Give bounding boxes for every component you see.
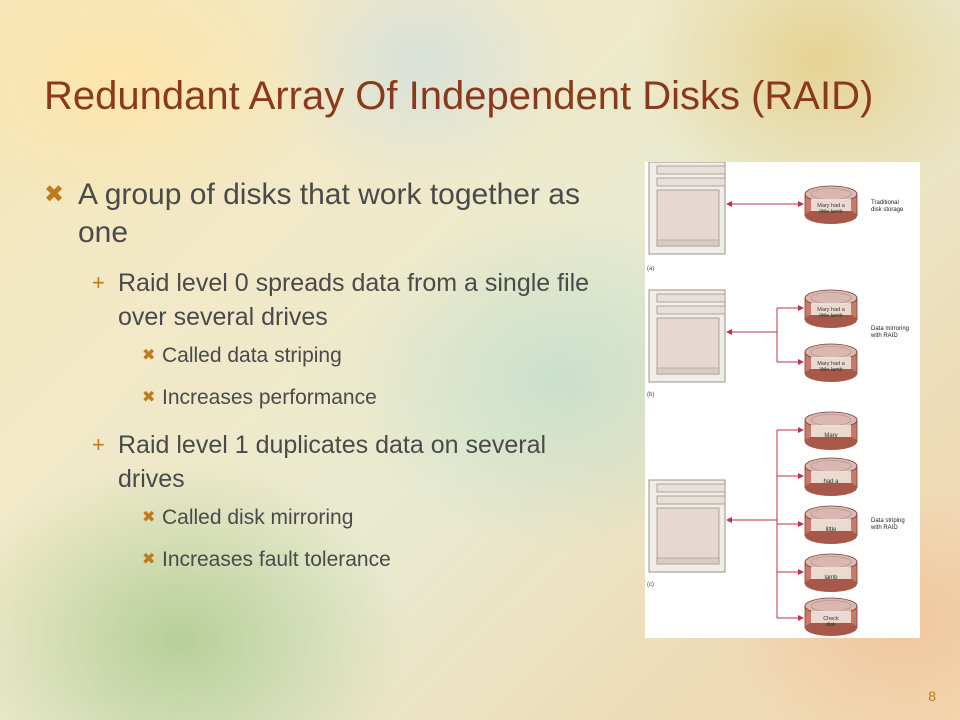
disk-b1-line-1: Mary had a — [817, 307, 845, 313]
x-bullet-icon: ✖ — [142, 389, 156, 406]
bullet-raid0: + Raid level 0 spreads data from a singl… — [44, 266, 604, 334]
svg-text:Mary had a: Mary had a — [817, 361, 845, 367]
svg-text:with RAID: with RAID — [870, 333, 898, 339]
disk-c4: lamb — [824, 575, 838, 581]
computer-icon — [648, 161, 726, 255]
svg-text:Check: Check — [823, 616, 839, 622]
bullet-raid1-text: Raid level 1 duplicates data on several … — [118, 431, 547, 493]
tag-a: (a) — [647, 266, 654, 272]
raid-diagram: (a) Mary had a little lamb Traditional d… — [645, 161, 920, 638]
svg-text:disk: disk — [826, 622, 836, 628]
disk-c5-line-1: Check — [823, 616, 839, 622]
disk-icon — [804, 411, 858, 451]
disk-c2: had a — [823, 479, 839, 485]
bullet-raid1-sub-1-text: Called disk mirroring — [162, 506, 354, 529]
slide-title: Redundant Array Of Independent Disks (RA… — [44, 74, 874, 118]
disk-icon — [804, 553, 858, 593]
bullet-raid1-sub-2-text: Increases fault tolerance — [162, 548, 391, 571]
label-b-line-2: with RAID — [870, 333, 898, 339]
bullet-list: ✖ A group of disks that work together as… — [44, 176, 604, 588]
disk-a-line-1: Mary had a — [817, 203, 845, 209]
svg-text:disk storage: disk storage — [871, 207, 904, 213]
bullet-raid1-sub-1: ✖ Called disk mirroring — [44, 504, 604, 532]
tag-c: (c) — [647, 582, 654, 588]
svg-text:Data mirroring: Data mirroring — [871, 326, 909, 332]
bullet-main-text: A group of disks that work together as o… — [78, 178, 580, 249]
disk-b2-line-2: little lamb — [819, 367, 842, 373]
x-bullet-icon: ✖ — [142, 509, 156, 526]
section-c: (c) Mary had a little lamb Check disk Da… — [647, 411, 905, 637]
svg-text:little lamb: little lamb — [819, 367, 842, 373]
label-b-line-1: Data mirroring — [871, 326, 909, 332]
tag-b: (b) — [647, 392, 654, 398]
computer-icon — [648, 289, 726, 383]
label-c-line-1: Data striping — [871, 518, 905, 524]
label-a-line-2: disk storage — [871, 207, 904, 213]
disk-b2-line-1: Mary had a — [817, 361, 845, 367]
svg-text:Traditional: Traditional — [871, 200, 899, 206]
x-bullet-icon: ✖ — [142, 551, 156, 568]
label-c-line-2: with RAID — [870, 525, 898, 531]
plus-bullet-icon: + — [92, 270, 105, 295]
svg-text:Mary: Mary — [824, 433, 837, 439]
svg-text:lamb: lamb — [824, 575, 838, 581]
bullet-raid1: + Raid level 1 duplicates data on severa… — [44, 428, 604, 496]
svg-text:little: little — [826, 527, 837, 533]
section-b: (b) Mary had a little lamb Mary had a li… — [647, 289, 909, 398]
x-bullet-icon: ✖ — [142, 347, 156, 364]
svg-text:with RAID: with RAID — [870, 525, 898, 531]
bullet-raid0-text: Raid level 0 spreads data from a single … — [118, 269, 590, 331]
disk-b1-line-2: little lamb — [819, 313, 842, 319]
bullet-raid0-sub-2-text: Increases performance — [162, 386, 377, 409]
bullet-raid0-sub-1: ✖ Called data striping — [44, 342, 604, 370]
label-a-line-1: Traditional — [871, 200, 899, 206]
plus-bullet-icon: + — [92, 432, 105, 457]
disk-icon — [804, 505, 858, 545]
disk-c3: little — [826, 527, 837, 533]
bullet-raid0-sub-1-text: Called data striping — [162, 344, 342, 367]
page-number: 8 — [928, 688, 936, 704]
bullet-raid0-sub-2: ✖ Increases performance — [44, 384, 604, 412]
svg-text:little lamb: little lamb — [819, 313, 842, 319]
svg-text:Mary had a: Mary had a — [817, 307, 845, 313]
disk-icon — [804, 457, 858, 497]
bullet-raid1-sub-2: ✖ Increases fault tolerance — [44, 546, 604, 574]
disk-a-line-2: little lamb — [819, 209, 842, 215]
computer-icon — [648, 479, 726, 573]
svg-text:little lamb: little lamb — [819, 209, 842, 215]
bullet-main: ✖ A group of disks that work together as… — [44, 176, 604, 252]
svg-text:Mary had a: Mary had a — [817, 203, 845, 209]
disk-c5-line-2: disk — [826, 622, 836, 628]
x-bullet-icon: ✖ — [44, 181, 65, 208]
disk-c1: Mary — [824, 433, 837, 439]
section-a: (a) Mary had a little lamb Traditional d… — [647, 161, 904, 272]
svg-text:Data striping: Data striping — [871, 518, 905, 524]
svg-text:had a: had a — [823, 479, 839, 485]
